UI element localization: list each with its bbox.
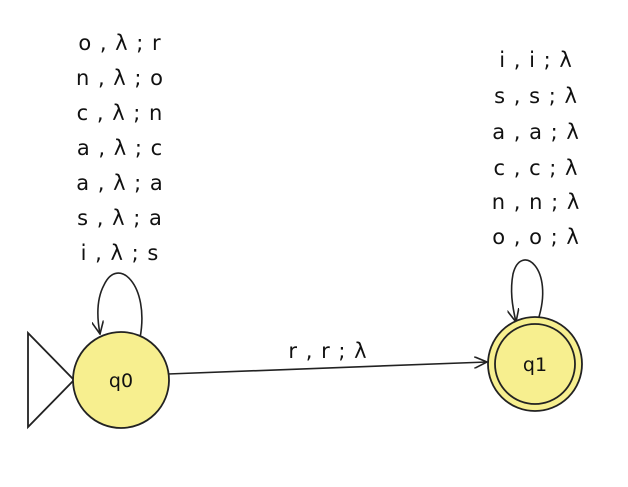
q0-loop-label: o , λ ; r (78, 31, 161, 55)
state-q0[interactable]: q0 (72, 331, 170, 429)
q1-loop-labels: i , i ; λ s , s ; λ a , a ; λ c , c ; λ … (492, 48, 581, 249)
q0-loop-label: a , λ ; c (77, 136, 163, 160)
q1-loop-label: s , s ; λ (494, 84, 578, 108)
transition-q0-q1 (167, 362, 487, 375)
q0-loop-label: n , λ ; o (76, 66, 164, 90)
state-q0-label: q0 (109, 370, 133, 392)
self-loop-q0 (98, 272, 143, 339)
q0-loop-label: a , λ ; a (76, 171, 164, 195)
state-q1-inner-circle (494, 323, 576, 405)
q1-loop-label: o , o ; λ (492, 225, 580, 249)
q1-loop-label: i , i ; λ (499, 48, 573, 72)
initial-state-marker (27, 330, 76, 430)
state-q1[interactable]: q1 (487, 316, 583, 412)
q0-loop-labels: o , λ ; r n , λ ; o c , λ ; n a , λ ; c … (76, 31, 164, 265)
transition-q0-q1-label: r , r ; λ (288, 339, 367, 363)
state-q1-label: q1 (523, 354, 547, 376)
q0-loop-label: s , λ ; a (77, 206, 163, 230)
q0-loop-label: c , λ ; n (77, 101, 164, 125)
self-loop-q1 (512, 259, 544, 322)
state-q0-circle (72, 331, 170, 429)
q1-loop-label: n , n ; λ (492, 190, 581, 214)
q1-loop-label: c , c ; λ (494, 156, 579, 180)
q1-loop-label: a , a ; λ (492, 120, 580, 144)
q0-loop-label: i , λ ; s (81, 241, 160, 265)
